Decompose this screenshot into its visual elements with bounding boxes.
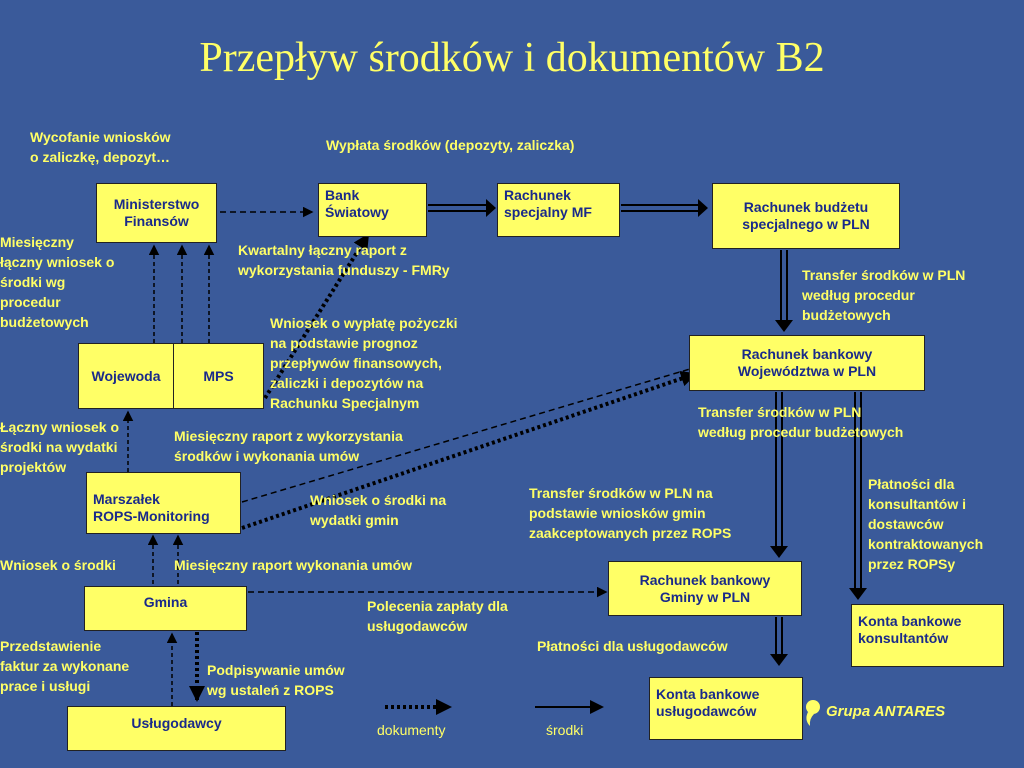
brand-label: Grupa ANTARES xyxy=(826,703,946,720)
marszalek-box: Marszałek ROPS-Monitoring xyxy=(86,472,241,534)
rachunek-wojewodztwa-box: Rachunek bankowy Województwa w PLN xyxy=(689,335,925,391)
label-wyplata: Wypłata środków (depozyty, zaliczka) xyxy=(326,137,575,153)
label-przedstawienie: Przedstawienie faktur za wykonane prace … xyxy=(0,638,130,694)
label-platnosci-uslug: Płatności dla usługodawców xyxy=(537,638,728,654)
label-transfer-3: Transfer środków w PLN na podstawie wnio… xyxy=(529,485,732,541)
legend-docs-label: dokumenty xyxy=(377,722,446,738)
doc-arrow-mps-bank xyxy=(263,233,370,400)
legend-funds-label: środki xyxy=(546,722,584,738)
label-miesieczny-laczny: Miesięczny łączny wniosek o środki wg pr… xyxy=(0,234,115,330)
label-wniosek-gmin: Wniosek o środki na wydatki gmin xyxy=(310,492,447,528)
label-laczny-wniosek: Łączny wniosek o środki na wydatki proje… xyxy=(0,419,120,475)
antares-logo-icon xyxy=(806,700,820,726)
gmina-box: Gmina xyxy=(84,586,247,631)
rachunek-gminy-box: Rachunek bankowy Gminy w PLN xyxy=(608,561,802,616)
label-transfer-2: Transfer środków w PLN według procedur b… xyxy=(698,404,904,440)
label-wycofanie: Wycofanie wniosków o zaliczkę, depozyt… xyxy=(30,129,171,165)
page-title: Przepływ środków i dokumentów B2 xyxy=(199,35,825,81)
label-miesieczny-wykonania: Miesięczny raport wykonania umów xyxy=(174,557,413,573)
label-wniosek-wyplata: Wniosek o wypłatę pożyczki na podstawie … xyxy=(270,315,458,411)
uslugodawcy-box: Usługodawcy xyxy=(67,706,286,751)
rachunek-pln-box: Rachunek budżetu specjalnego w PLN xyxy=(712,183,900,249)
label-kwartalny: Kwartalny łączny raport z wykorzystania … xyxy=(238,242,450,278)
mps-box: MPS xyxy=(173,343,264,409)
rachunek-mf-box: Rachunek specjalny MF xyxy=(497,183,620,237)
doc-arrow-marsz-woj-wniosek xyxy=(241,370,697,530)
konta-konsultantow-box: Konta bankowe konsultantów xyxy=(851,604,1004,667)
label-podpisywanie: Podpisywanie umów wg ustaleń z ROPS xyxy=(207,662,345,698)
label-transfer-1: Transfer środków w PLN według procedur b… xyxy=(802,267,966,323)
ministerstwo-box: Ministerstwo Finansów xyxy=(96,183,217,243)
label-wniosek-srodki: Wniosek o środki xyxy=(0,557,116,573)
bank-swiatowy-box: Bank Światowy xyxy=(318,183,427,237)
konta-uslugodawcow-box: Konta bankowe usługodawców xyxy=(649,677,803,740)
label-platnosci-konsultanci: Płatności dla konsultantów i dostawców k… xyxy=(868,476,984,572)
wojewoda-box: Wojewoda xyxy=(78,343,174,409)
label-polecenia: Polecenia zapłaty dla usługodawców xyxy=(367,598,508,634)
label-miesieczny-raport: Miesięczny raport z wykorzystania środkó… xyxy=(174,428,403,464)
